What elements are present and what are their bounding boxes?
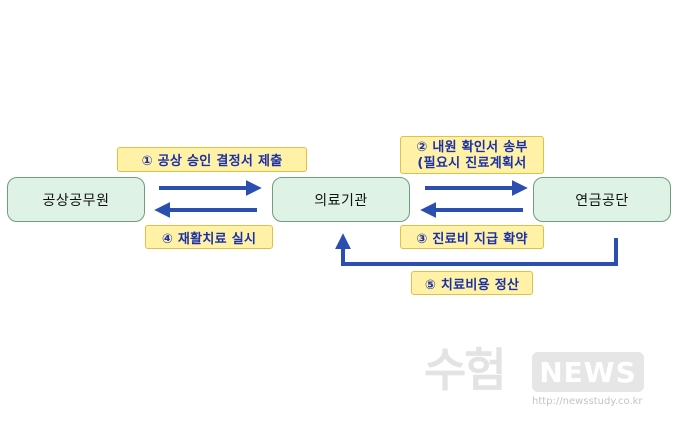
- label-step5: ⑤ 치료비용 정산: [411, 271, 533, 295]
- node-medical-institution: 의료기관: [272, 177, 410, 222]
- label-step1: ① 공상 승인 결정서 제출: [117, 147, 307, 172]
- label-step2-line2: (필요시 진료계획서: [417, 156, 527, 171]
- watermark-korean-logo: 수험: [424, 343, 507, 397]
- node-civil-servant: 공상공무원: [7, 177, 145, 222]
- label-step2-line1: ② 내원 확인서 송부: [416, 140, 528, 155]
- node-pension-service: 연금공단: [533, 177, 671, 222]
- label-step4: ④ 재활치료 실시: [145, 225, 273, 249]
- arrow-step5: [335, 233, 618, 266]
- label-step3: ③ 진료비 지급 확약: [400, 225, 544, 249]
- watermark-url: http://newsstudy.co.kr: [532, 396, 643, 407]
- label-step2: ② 내원 확인서 송부 (필요시 진료계획서: [400, 136, 544, 174]
- watermark-news-logo: NEWS: [532, 352, 644, 392]
